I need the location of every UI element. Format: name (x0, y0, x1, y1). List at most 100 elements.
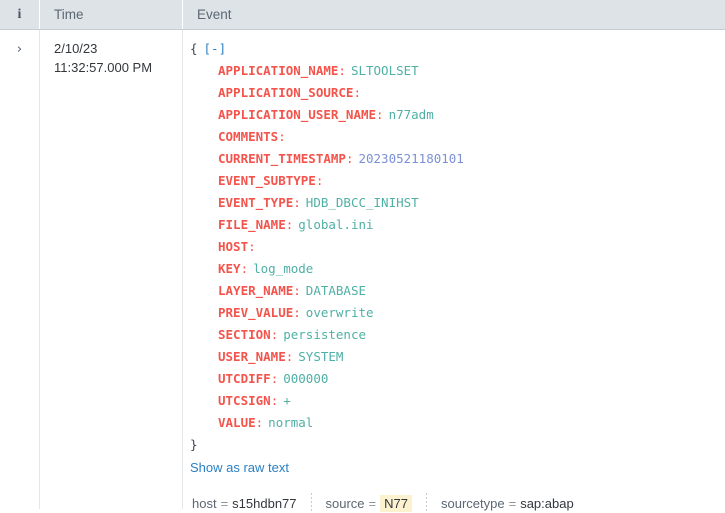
event-clock: 11:32:57.000 PM (54, 60, 153, 75)
json-colon: : (376, 107, 384, 122)
event-field-value[interactable]: sap:abap (520, 495, 574, 511)
json-entry: UTCSIGN: + (190, 390, 725, 412)
event-field-equals: = (368, 495, 377, 511)
json-key[interactable]: COMMENTS (218, 129, 279, 144)
event-time-cell: 2/10/23 11:32:57.000 PM (40, 30, 183, 509)
json-key[interactable]: EVENT_TYPE (218, 195, 294, 210)
field-separator (426, 493, 427, 513)
json-value[interactable]: DATABASE (305, 283, 367, 298)
json-entry: PREV_VALUE: overwrite (190, 302, 725, 324)
json-entry: CURRENT_TIMESTAMP:20230521180101 (190, 148, 725, 170)
json-entry: KEY:log_mode (190, 258, 725, 280)
json-key[interactable]: KEY (218, 261, 241, 276)
json-colon: : (285, 217, 294, 232)
json-colon: : (270, 371, 279, 386)
json-value[interactable]: + (283, 393, 291, 408)
json-key[interactable]: UTCSIGN (218, 393, 271, 408)
column-header-event[interactable]: Event (183, 0, 725, 29)
json-value[interactable]: SLTOOLSET (350, 63, 419, 78)
json-entry-list: APPLICATION_NAME: SLTOOLSET APPLICATION_SO… (190, 60, 725, 434)
json-colon: : (255, 415, 264, 430)
expand-cell: › (0, 30, 40, 509)
json-key[interactable]: PREV_VALUE (218, 305, 294, 320)
json-open-brace: { (190, 41, 198, 56)
event-field-key: sourcetype (441, 495, 505, 511)
json-colon: : (270, 393, 279, 408)
json-key[interactable]: HOST (218, 239, 249, 254)
json-key[interactable]: SECTION (218, 327, 271, 342)
json-open-line: { [-] (190, 38, 725, 60)
json-key[interactable]: APPLICATION_SOURCE (218, 85, 354, 100)
json-key[interactable]: VALUE (218, 415, 256, 430)
json-key[interactable]: LAYER_NAME (218, 283, 294, 298)
expand-row-chevron-right-icon[interactable]: › (16, 42, 23, 57)
json-colon: : (293, 283, 301, 298)
json-colon: : (293, 195, 301, 210)
event-field[interactable]: sourcetype=sap:abap (441, 496, 574, 511)
json-colon: : (248, 239, 256, 254)
json-entry: APPLICATION_USER_NAME: n77adm (190, 104, 725, 126)
json-colon: : (315, 173, 324, 188)
column-header-info[interactable]: i (0, 0, 40, 29)
field-separator (310, 493, 312, 513)
json-key[interactable]: APPLICATION_NAME (218, 63, 339, 78)
json-colon: : (285, 349, 294, 364)
json-key[interactable]: UTCDIFF (218, 371, 271, 386)
column-header-event-label: Event (197, 7, 232, 22)
json-key[interactable]: EVENT_SUBTYPE (218, 173, 316, 188)
json-entry: COMMENTS: (190, 126, 725, 148)
json-collapse-toggle[interactable]: [-] (203, 41, 227, 56)
json-value[interactable]: SYSTEM (298, 349, 344, 364)
json-value[interactable]: normal (268, 415, 314, 430)
json-close-line: } (190, 434, 725, 456)
show-as-raw-text-link[interactable]: Show as raw text (190, 460, 289, 475)
event-field-value[interactable]: s15hdbn77 (232, 495, 297, 511)
event-field[interactable]: host=s15hdbn77 (192, 496, 297, 511)
json-value[interactable]: 20230521180101 (358, 151, 464, 166)
json-colon: : (278, 129, 286, 144)
event-field-equals: = (220, 495, 229, 511)
json-value[interactable]: persistence (283, 327, 367, 342)
event-field-key: host (192, 495, 217, 511)
json-key[interactable]: FILE_NAME (218, 217, 286, 232)
json-entry: HOST: (190, 236, 725, 258)
json-value[interactable]: global.ini (298, 217, 374, 232)
json-entry: LAYER_NAME: DATABASE (190, 280, 725, 302)
event-field-value[interactable]: N77 (380, 494, 412, 512)
json-value[interactable]: log_mode (253, 261, 314, 276)
json-value[interactable]: n77adm (388, 107, 434, 122)
json-value[interactable]: overwrite (305, 305, 374, 320)
json-entry: UTCDIFF:000000 (190, 368, 725, 390)
info-icon: i (17, 6, 22, 22)
event-field-key: source (325, 495, 365, 511)
column-header-time[interactable]: Time (40, 0, 183, 29)
event-date: 2/10/23 (54, 41, 98, 56)
event-row: › 2/10/23 11:32:57.000 PM { [-] APPLICATI… (0, 30, 725, 513)
json-entry: APPLICATION_SOURCE: (190, 82, 725, 104)
json-key[interactable]: CURRENT_TIMESTAMP (218, 151, 346, 166)
json-colon: : (353, 85, 361, 100)
json-entry: USER_NAME: SYSTEM (190, 346, 725, 368)
column-header-time-label: Time (54, 7, 84, 22)
json-entry: FILE_NAME: global.ini (190, 214, 725, 236)
json-colon: : (293, 305, 301, 320)
json-close-brace: } (190, 437, 198, 452)
json-entry: SECTION: persistence (190, 324, 725, 346)
event-field[interactable]: source=N77 (325, 494, 412, 512)
json-colon: : (270, 327, 279, 342)
json-value[interactable]: 000000 (283, 371, 329, 386)
json-entry: APPLICATION_NAME: SLTOOLSET (190, 60, 725, 82)
event-field-equals: = (508, 495, 517, 511)
json-value[interactable]: HDB_DBCC_INIHST (305, 195, 419, 210)
json-key[interactable]: USER_NAME (218, 349, 286, 364)
json-colon: : (338, 63, 346, 78)
json-colon: : (345, 151, 354, 166)
json-entry: EVENT_SUBTYPE: (190, 170, 725, 192)
json-entry: VALUE: normal (190, 412, 725, 434)
json-key[interactable]: APPLICATION_USER_NAME (218, 107, 377, 122)
table-header-row: i Time Event (0, 0, 725, 30)
